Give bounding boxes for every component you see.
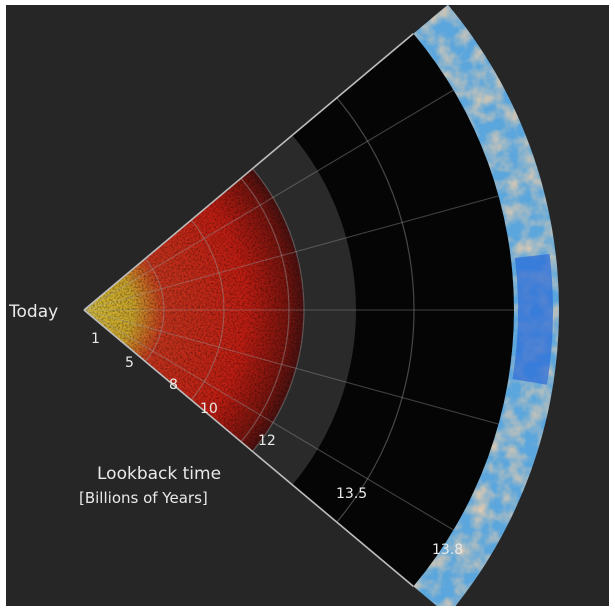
grid-ray xyxy=(83,195,499,311)
grid-arc xyxy=(144,258,165,362)
axis-title-line2: [Billions of Years] xyxy=(79,489,208,507)
grid-arc xyxy=(336,97,415,523)
today-label: Today xyxy=(8,302,58,322)
grid-lines xyxy=(83,89,514,531)
grid-arc xyxy=(240,177,290,443)
galaxy-era-texture xyxy=(84,168,304,452)
tick-label-5: 5 xyxy=(125,355,134,371)
tick-label-13-8: 13.8 xyxy=(432,542,463,558)
reionization-band xyxy=(252,135,357,485)
tick-label-10: 10 xyxy=(200,401,218,417)
tick-label-8: 8 xyxy=(169,377,178,393)
lookback-time-cone-diagram: Today 1 5 8 10 12 13.5 13.8 Lookback tim… xyxy=(8,5,559,606)
cone-edges xyxy=(83,32,414,588)
tick-label-13-5: 13.5 xyxy=(336,486,367,502)
grid-ray xyxy=(83,309,454,531)
cone-edge-line xyxy=(83,309,414,588)
grid-ray xyxy=(83,89,454,311)
grid-ray xyxy=(83,309,499,425)
grid-arc xyxy=(252,168,305,452)
cmb-band-texture xyxy=(413,5,559,606)
grid-arc xyxy=(190,219,225,401)
diagram-frame: Today 1 5 8 10 12 13.5 13.8 Lookback tim… xyxy=(6,5,609,606)
tick-label-1: 1 xyxy=(91,331,100,347)
axis-title-line1: Lookback time xyxy=(97,464,221,484)
cmb-cold-spot xyxy=(512,253,553,385)
cone-edge-line xyxy=(83,32,414,311)
tick-label-12: 12 xyxy=(258,433,276,449)
